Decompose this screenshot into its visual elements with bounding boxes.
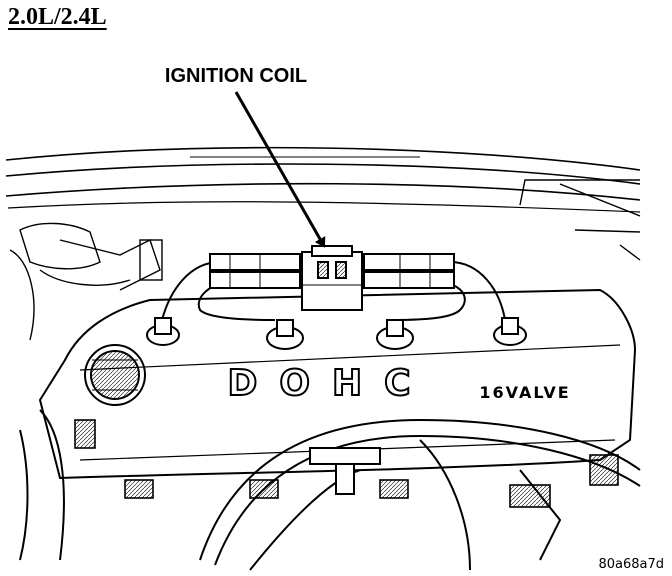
ignition-coil-pack [301, 245, 363, 311]
oil-filler-cap [84, 344, 146, 406]
page-title: 2.0L/2.4L [8, 4, 107, 30]
callout-arrow [234, 91, 326, 248]
callout-ignition-coil: IGNITION COIL [165, 65, 307, 87]
left-strut-tower [9, 222, 163, 341]
lower-hoses [19, 409, 641, 571]
spark-plug-wires [161, 253, 506, 321]
spark-plug-boots [146, 317, 527, 350]
lower-connectors [74, 419, 619, 508]
figure-reference: 80a68a7d [598, 557, 664, 572]
hood-edge [5, 146, 641, 213]
dohc-emboss: DOHC [227, 363, 432, 404]
valve-emboss: 16VALVE [479, 383, 570, 402]
firewall-bracket [519, 179, 641, 261]
